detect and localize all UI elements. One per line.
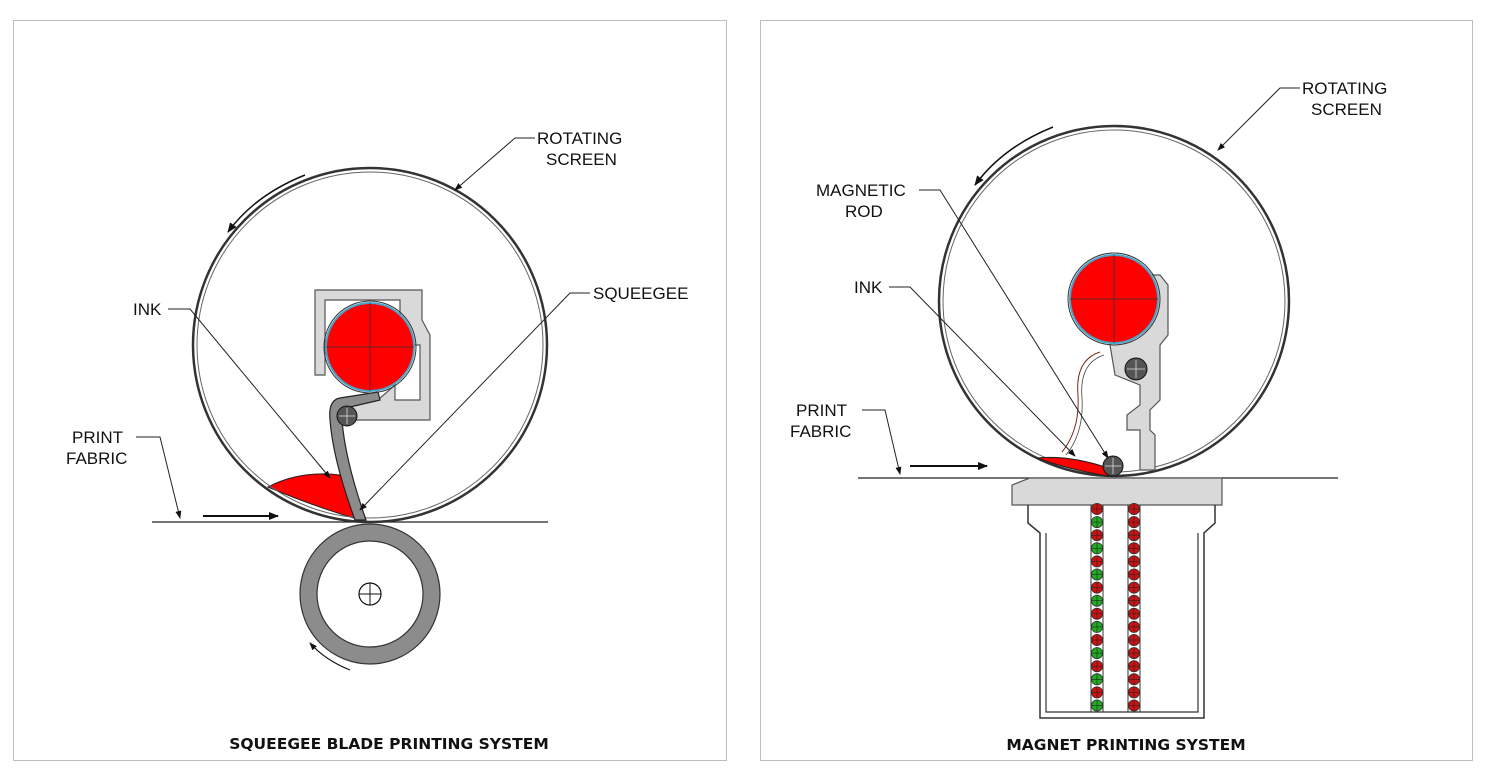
magnetic-rod-leader (919, 189, 1109, 459)
label-ink-right: INK (854, 278, 883, 297)
cable-wire (1061, 351, 1101, 453)
roller-rotation-arrow (309, 642, 351, 671)
magnet-stack (1091, 502, 1141, 712)
ink-leader (168, 308, 331, 479)
print-fabric-leader-right (862, 409, 902, 475)
label-ink: INK (133, 300, 162, 319)
label-print-fabric-right-1: PRINT (796, 401, 847, 420)
magnet-housing (1027, 505, 1216, 719)
label-rotating-screen-2: SCREEN (546, 150, 617, 169)
label-rotating-screen-right-2: SCREEN (1311, 100, 1382, 119)
ink-leader-right (889, 286, 1076, 457)
label-rotating-screen-1: ROTATING (537, 129, 622, 148)
ink-puddle-right (1036, 456, 1109, 477)
screen-rotation-arrow (227, 174, 306, 233)
squeegee-leader (359, 292, 590, 511)
caption-squeegee: SQUEEGEE BLADE PRINTING SYSTEM (229, 735, 549, 753)
rotating-screen-leader-right (1217, 87, 1300, 151)
label-rotating-screen-right-1: ROTATING (1302, 79, 1387, 98)
label-magnetic-rod-2: ROD (845, 202, 883, 221)
label-print-fabric-1: PRINT (72, 428, 123, 447)
label-print-fabric-right-2: FABRIC (790, 422, 851, 441)
screen-rotation-arrow-right (974, 126, 1054, 186)
print-fabric-leader (136, 436, 182, 519)
label-squeegee: SQUEEGEE (593, 284, 688, 303)
label-print-fabric-2: FABRIC (66, 449, 127, 468)
caption-magnet: MAGNET PRINTING SYSTEM (1006, 736, 1245, 754)
rotating-screen (191, 166, 549, 524)
magnet-table-top (1011, 477, 1223, 506)
rotating-screen-leader (454, 137, 535, 191)
label-magnetic-rod-1: MAGNETIC (816, 181, 906, 200)
